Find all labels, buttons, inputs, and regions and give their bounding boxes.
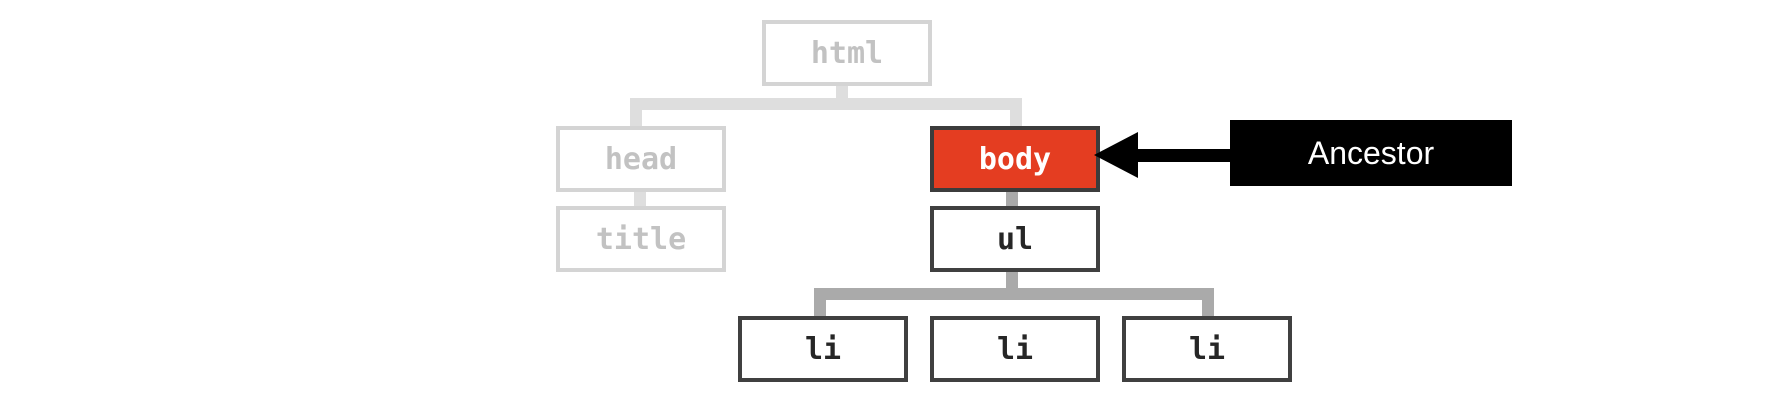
connector-li-bar — [814, 288, 1214, 300]
ancestor-callout: Ancestor — [1230, 120, 1512, 186]
node-li-1-label: li — [804, 331, 842, 367]
connector-html-bar — [630, 98, 1022, 110]
node-ul: ul — [930, 206, 1100, 272]
connector-head-title — [634, 190, 646, 208]
node-head: head — [556, 126, 726, 192]
node-li-1: li — [738, 316, 908, 382]
connector-to-li-3 — [1202, 288, 1214, 318]
node-head-label: head — [604, 141, 678, 177]
node-title-label: title — [595, 221, 687, 257]
ancestor-callout-label: Ancestor — [1307, 134, 1435, 171]
connector-html-stem — [836, 82, 848, 102]
connector-ul-stem — [1006, 272, 1018, 292]
node-li-3: li — [1122, 316, 1292, 382]
connector-to-body — [1010, 98, 1022, 128]
connector-body-ul — [1006, 190, 1018, 208]
node-body-label: body — [978, 141, 1052, 177]
node-html: html — [762, 20, 932, 86]
connector-to-li-1 — [814, 288, 826, 318]
node-ul-label: ul — [996, 221, 1034, 257]
node-li-2-label: li — [996, 331, 1034, 367]
node-body: body — [930, 126, 1100, 192]
arrow-left-icon — [1094, 132, 1234, 178]
node-li-2: li — [930, 316, 1100, 382]
node-html-label: html — [810, 35, 884, 71]
node-title: title — [556, 206, 726, 272]
connector-to-head — [630, 98, 642, 128]
node-li-3-label: li — [1188, 331, 1226, 367]
